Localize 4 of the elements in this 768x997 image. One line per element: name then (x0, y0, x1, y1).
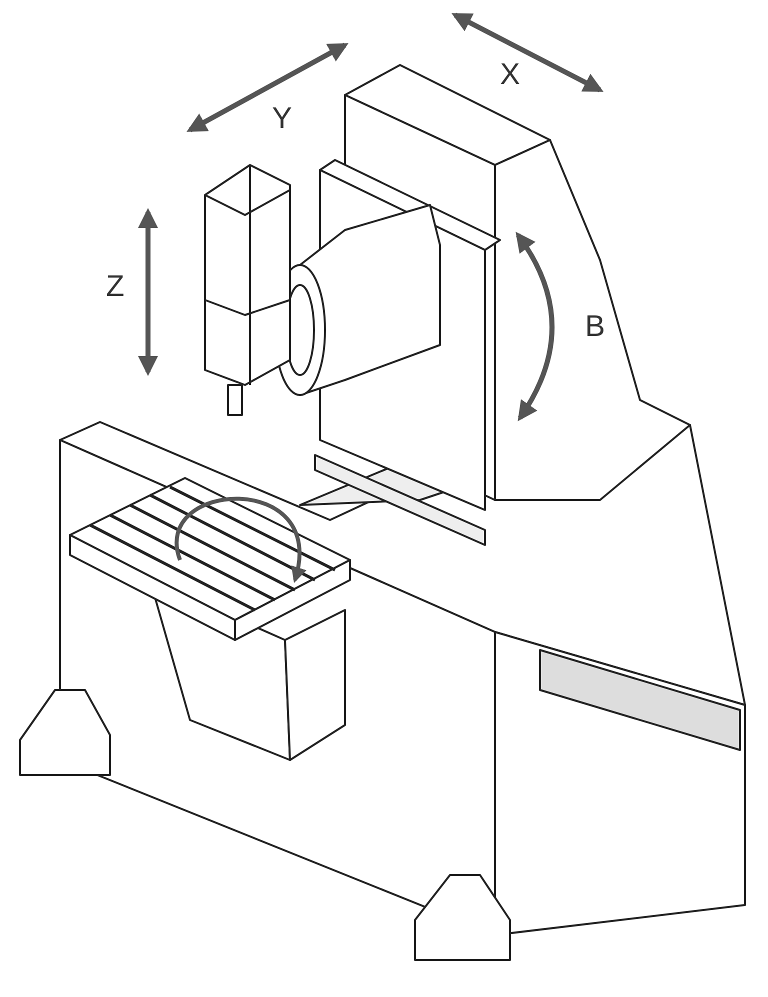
axis-label: B (585, 312, 606, 342)
axis-label: X (500, 60, 520, 90)
axis-label: Y (272, 104, 292, 134)
axis-label: Z (106, 272, 124, 302)
